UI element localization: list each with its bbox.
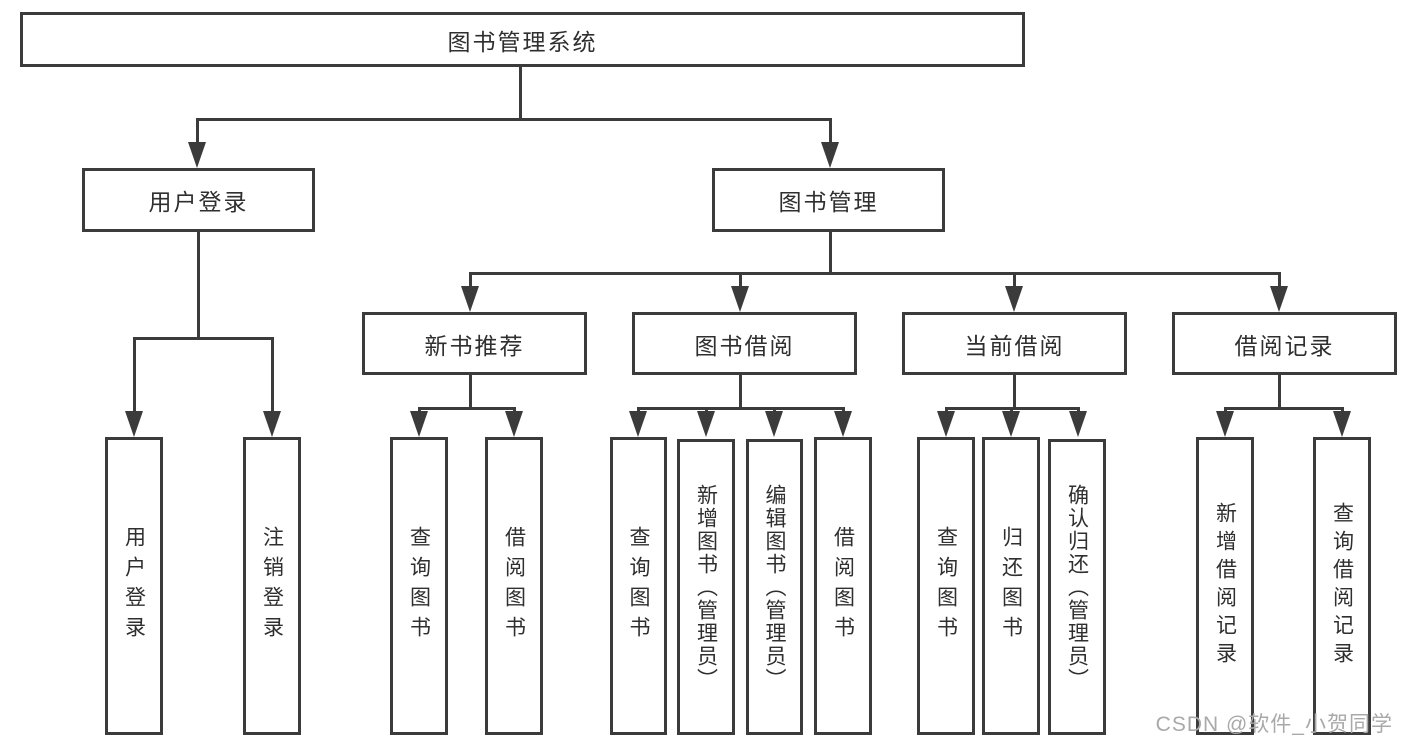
connector-g1-stem — [738, 375, 742, 407]
connector-g2c2-shaft — [1076, 407, 1080, 411]
arrow-g2c2 — [1069, 411, 1087, 437]
leaf-br-add-record-label: 新增借阅记录 — [1213, 502, 1237, 670]
leaf-cb-return-books: 归还图书 — [982, 437, 1040, 735]
connector-g2c1-shaft — [1009, 407, 1013, 411]
leaf-logout-label: 注销登录 — [260, 526, 284, 646]
leaf-br-query-record: 查询借阅记录 — [1313, 437, 1371, 735]
node-current-borrow-label: 当前借阅 — [964, 332, 1065, 359]
leaf-user-login: 用户登录 — [105, 437, 163, 735]
arrow-g1c1 — [697, 411, 715, 437]
connector-current-shaft — [1012, 272, 1016, 286]
leaf-cb-return-books-label: 归还图书 — [999, 526, 1023, 646]
leaf-bb-query-books: 查询图书 — [610, 437, 667, 735]
connector-newbook-shaft — [468, 272, 472, 286]
connector-g3-horizontal — [1223, 407, 1344, 410]
leaf-nbr-query-books-label: 查询图书 — [407, 526, 431, 646]
connector-g2c0-shaft — [944, 407, 948, 411]
leaf-br-add-record: 新增借阅记录 — [1196, 437, 1254, 735]
leaf-cb-confirm-return-admin-label: 确认归还（管理员） — [1065, 483, 1089, 691]
node-new-book-rec: 新书推荐 — [362, 312, 587, 375]
leaf-bb-add-books-admin: 新增图书（管理员） — [677, 439, 735, 735]
arrow-to-login — [125, 411, 143, 437]
leaf-cb-query-books: 查询图书 — [917, 437, 975, 735]
arrow-g2c0 — [937, 411, 955, 437]
leaf-bb-borrow-books-label: 借阅图书 — [831, 526, 855, 646]
arrow-g2c1 — [1002, 411, 1020, 437]
arrow-g0c0 — [410, 411, 428, 437]
node-root-label: 图书管理系统 — [447, 28, 598, 55]
connector-mgmt-stem — [828, 232, 832, 272]
connector-logout-shaft — [270, 337, 274, 411]
node-book-borrow-label: 图书借阅 — [694, 332, 795, 359]
connector-records-shaft — [1277, 272, 1281, 286]
connector-g0-horizontal — [417, 407, 516, 410]
node-book-mgmt-label: 图书管理 — [778, 189, 879, 215]
arrow-g3c0 — [1216, 411, 1234, 437]
node-user-login-label: 用户登录 — [148, 189, 249, 215]
leaf-bb-edit-books-admin-label: 编辑图书（管理员） — [763, 483, 786, 691]
arrow-to-current — [1005, 286, 1023, 312]
arrow-g1c2 — [765, 411, 783, 437]
leaf-logout: 注销登录 — [243, 437, 301, 735]
arrow-to-records — [1270, 286, 1288, 312]
connector-g3-stem — [1277, 375, 1281, 407]
connector-g1c2-shaft — [772, 407, 776, 411]
leaf-bb-add-books-admin-label: 新增图书（管理员） — [694, 483, 718, 691]
leaf-bb-query-books-label: 查询图书 — [627, 526, 650, 646]
csdn-watermark: CSDN @软件_小贺同学 — [1155, 713, 1393, 736]
leaf-nbr-query-books: 查询图书 — [390, 437, 448, 735]
connector-book-mgmt-shaft — [828, 118, 832, 142]
connector-user-login-shaft — [195, 118, 199, 142]
arrow-g3c1 — [1333, 411, 1351, 437]
connector-g1c1-shaft — [704, 407, 708, 411]
leaf-nbr-borrow-books-label: 借阅图书 — [502, 526, 526, 646]
connector-g0c0-shaft — [417, 407, 421, 411]
node-book-mgmt: 图书管理 — [712, 168, 945, 232]
leaf-user-login-label: 用户登录 — [122, 526, 146, 646]
node-root: 图书管理系统 — [20, 12, 1025, 67]
connector-g3c1-shaft — [1340, 407, 1344, 411]
arrow-g0c1 — [505, 411, 523, 437]
arrow-to-newbook — [461, 286, 479, 312]
connector-root-stem — [518, 67, 522, 118]
node-book-borrow: 图书借阅 — [632, 312, 857, 375]
connector-user-horizontal — [132, 337, 274, 340]
connector-login-shaft — [132, 337, 136, 411]
node-user-login: 用户登录 — [82, 168, 315, 232]
connector-g0c1-shaft — [512, 407, 516, 411]
connector-user-stem — [196, 232, 200, 337]
connector-g1c0-shaft — [636, 407, 640, 411]
leaf-bb-edit-books-admin: 编辑图书（管理员） — [746, 439, 803, 735]
leaf-bb-borrow-books: 借阅图书 — [814, 437, 872, 735]
connector-g2-stem — [1012, 375, 1016, 407]
node-new-book-rec-label: 新书推荐 — [424, 332, 525, 359]
node-current-borrow: 当前借阅 — [902, 312, 1127, 375]
connector-root-horizontal — [195, 118, 832, 121]
connector-g1-horizontal — [636, 407, 845, 410]
arrow-to-logout — [263, 411, 281, 437]
leaf-nbr-borrow-books: 借阅图书 — [485, 437, 543, 735]
connector-g1c3-shaft — [841, 407, 845, 411]
arrow-to-book-mgmt — [821, 142, 839, 168]
connector-g3c0-shaft — [1223, 407, 1227, 411]
leaf-cb-query-books-label: 查询图书 — [934, 526, 958, 646]
arrow-g1c0 — [629, 411, 647, 437]
connector-g0-stem — [468, 375, 472, 407]
arrow-g1c3 — [834, 411, 852, 437]
connector-mgmt-horizontal — [468, 272, 1281, 275]
leaf-cb-confirm-return-admin: 确认归还（管理员） — [1048, 439, 1106, 735]
arrow-to-borrowmod — [731, 286, 749, 312]
arrow-to-user-login — [188, 142, 206, 168]
leaf-br-query-record-label: 查询借阅记录 — [1330, 502, 1354, 670]
connector-borrowmod-shaft — [738, 272, 742, 286]
node-borrow-records-label: 借阅记录 — [1234, 332, 1335, 359]
node-borrow-records: 借阅记录 — [1172, 312, 1397, 375]
